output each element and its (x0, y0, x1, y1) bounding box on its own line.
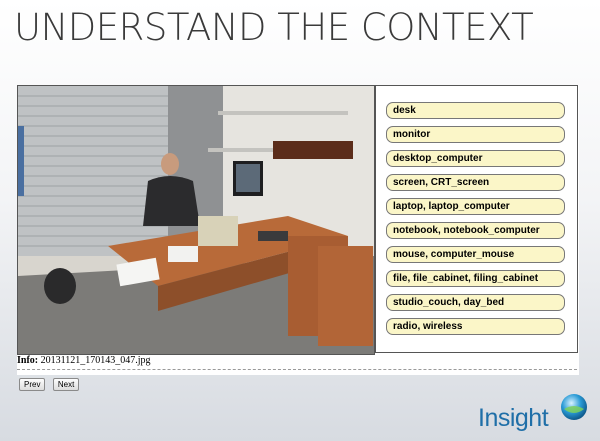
divider (17, 369, 577, 370)
classification-panel: desk monitor desktop_computer screen, CR… (17, 85, 579, 391)
insight-logo: Insight (478, 393, 588, 433)
next-button[interactable]: Next (52, 378, 80, 391)
label-monitor: monitor (386, 126, 565, 143)
nav-buttons: Prev Next (19, 374, 82, 392)
label-notebook: notebook, notebook_computer (386, 222, 565, 239)
label-file-cabinet: file, file_cabinet, filing_cabinet (386, 270, 565, 287)
label-desktop-computer: desktop_computer (386, 150, 565, 167)
label-radio: radio, wireless (386, 318, 565, 335)
prev-button[interactable]: Prev (19, 378, 46, 391)
label-list: desk monitor desktop_computer screen, CR… (386, 102, 565, 342)
info-line: Info: 20131121_170143_047.jpg (17, 355, 151, 366)
info-label: Info: (17, 355, 39, 366)
info-filename: 20131121_170143_047.jpg (40, 355, 151, 366)
office-photo (17, 85, 375, 355)
label-mouse: mouse, computer_mouse (386, 246, 565, 263)
label-screen: screen, CRT_screen (386, 174, 565, 191)
label-desk: desk (386, 102, 565, 119)
label-laptop: laptop, laptop_computer (386, 198, 565, 215)
logo-text: Insight (478, 404, 549, 432)
logo-orb-icon (561, 394, 587, 420)
label-list-box: desk monitor desktop_computer screen, CR… (375, 85, 578, 353)
slide-title: UNDERSTAND THE CONTEXT (14, 6, 534, 49)
label-studio-couch: studio_couch, day_bed (386, 294, 565, 311)
